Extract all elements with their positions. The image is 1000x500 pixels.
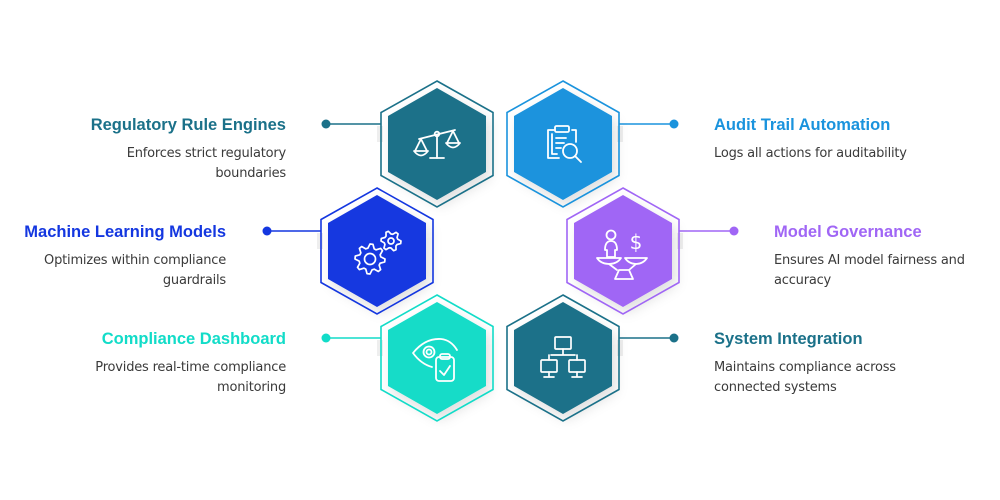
- connector-system-integration: [617, 333, 679, 356]
- clipboard-search-icon: [547, 125, 582, 163]
- item-title: Regulatory Rule Engines: [90, 116, 286, 134]
- description-line: boundaries: [215, 165, 286, 181]
- hexagon-regulatory-rule-engines: [380, 80, 494, 208]
- connector-audit-trail-automation: [617, 119, 679, 142]
- svg-text:$: $: [630, 230, 643, 254]
- person-money-balance-icon: $: [596, 229, 648, 280]
- item-title: System Integration: [714, 330, 863, 348]
- connector-dot: [729, 226, 739, 236]
- description-line: Maintains compliance across: [714, 360, 896, 375]
- hexagon-layer: $: [262, 80, 739, 422]
- connector-dot: [669, 333, 679, 343]
- hexagon-system-integration: [506, 294, 620, 422]
- hexagon-outline: [566, 187, 680, 315]
- connector-notch: [317, 233, 323, 249]
- item-label-compliance-dashboard: Compliance Dashboard Provides real-time …: [0, 329, 286, 397]
- connector-regulatory-rule-engines: [321, 119, 383, 142]
- connector-dot: [321, 333, 331, 343]
- hexagon-outline: [506, 294, 620, 422]
- description-line: monitoring: [217, 379, 286, 395]
- item-title: Model Governance: [774, 223, 922, 241]
- connector-compliance-dashboard: [321, 333, 383, 356]
- item-description: Ensures AI model fairness and accuracy: [774, 251, 1000, 290]
- description-line: accuracy: [774, 272, 832, 288]
- item-title: Machine Learning Models: [24, 223, 226, 241]
- description-line: Enforces strict regulatory: [126, 146, 287, 161]
- connector-dot: [321, 119, 331, 129]
- hexagon-machine-learning-models: [320, 187, 434, 315]
- hexagon-compliance-dashboard: [380, 294, 494, 422]
- hexagon-model-governance: $: [566, 187, 680, 315]
- description-line: Logs all actions for auditability: [714, 146, 907, 161]
- hexagon-outline: [320, 187, 434, 315]
- item-label-machine-learning-models: Machine Learning Models Optimizes within…: [0, 222, 226, 290]
- connector-notch: [377, 340, 383, 356]
- hexagon-fill: [328, 195, 426, 307]
- connector-notch: [617, 126, 623, 142]
- item-description: Optimizes within compliance guardrails: [0, 251, 226, 290]
- hexagon-fill: [574, 195, 672, 307]
- description-line: guardrails: [162, 272, 226, 288]
- description-line: connected systems: [714, 379, 837, 395]
- gears-icon: [354, 230, 402, 275]
- item-description: Enforces strict regulatory boundaries: [0, 144, 287, 183]
- item-description: Maintains compliance across connected sy…: [714, 358, 1000, 397]
- hexagon-audit-trail-automation: [506, 80, 620, 208]
- description-line: Ensures AI model fairness and: [774, 253, 965, 268]
- item-label-model-governance: Model Governance Ensures AI model fairne…: [774, 222, 1000, 290]
- scales-icon: [413, 129, 461, 159]
- connector-dot: [669, 119, 679, 129]
- item-description: Logs all actions for auditability: [714, 144, 1000, 164]
- eye-clipboard-check-icon: [412, 338, 458, 382]
- hexagon-outline: [380, 80, 494, 208]
- item-label-audit-trail-automation: Audit Trail Automation Logs all actions …: [714, 115, 1000, 164]
- item-label-system-integration: System Integration Maintains compliance …: [714, 329, 1000, 397]
- hexagon-outline: [380, 294, 494, 422]
- item-title: Audit Trail Automation: [714, 116, 891, 134]
- description-line: Optimizes within compliance: [44, 253, 226, 268]
- item-title: Compliance Dashboard: [101, 330, 286, 348]
- item-description: Provides real-time compliance monitoring: [0, 358, 286, 397]
- connector-notch: [617, 340, 623, 356]
- connector-machine-learning-models: [262, 226, 323, 249]
- connector-dot: [262, 226, 272, 236]
- network-computers-icon: [540, 336, 586, 378]
- item-label-regulatory-rule-engines: Regulatory Rule Engines Enforces strict …: [0, 115, 286, 183]
- hexagon-fill: [514, 88, 612, 200]
- connector-model-governance: [677, 226, 739, 249]
- description-line: Provides real-time compliance: [95, 360, 286, 375]
- connector-notch: [377, 126, 383, 142]
- hexagon-outline: [506, 80, 620, 208]
- hexagon-fill: [514, 302, 612, 414]
- connector-notch: [677, 233, 683, 249]
